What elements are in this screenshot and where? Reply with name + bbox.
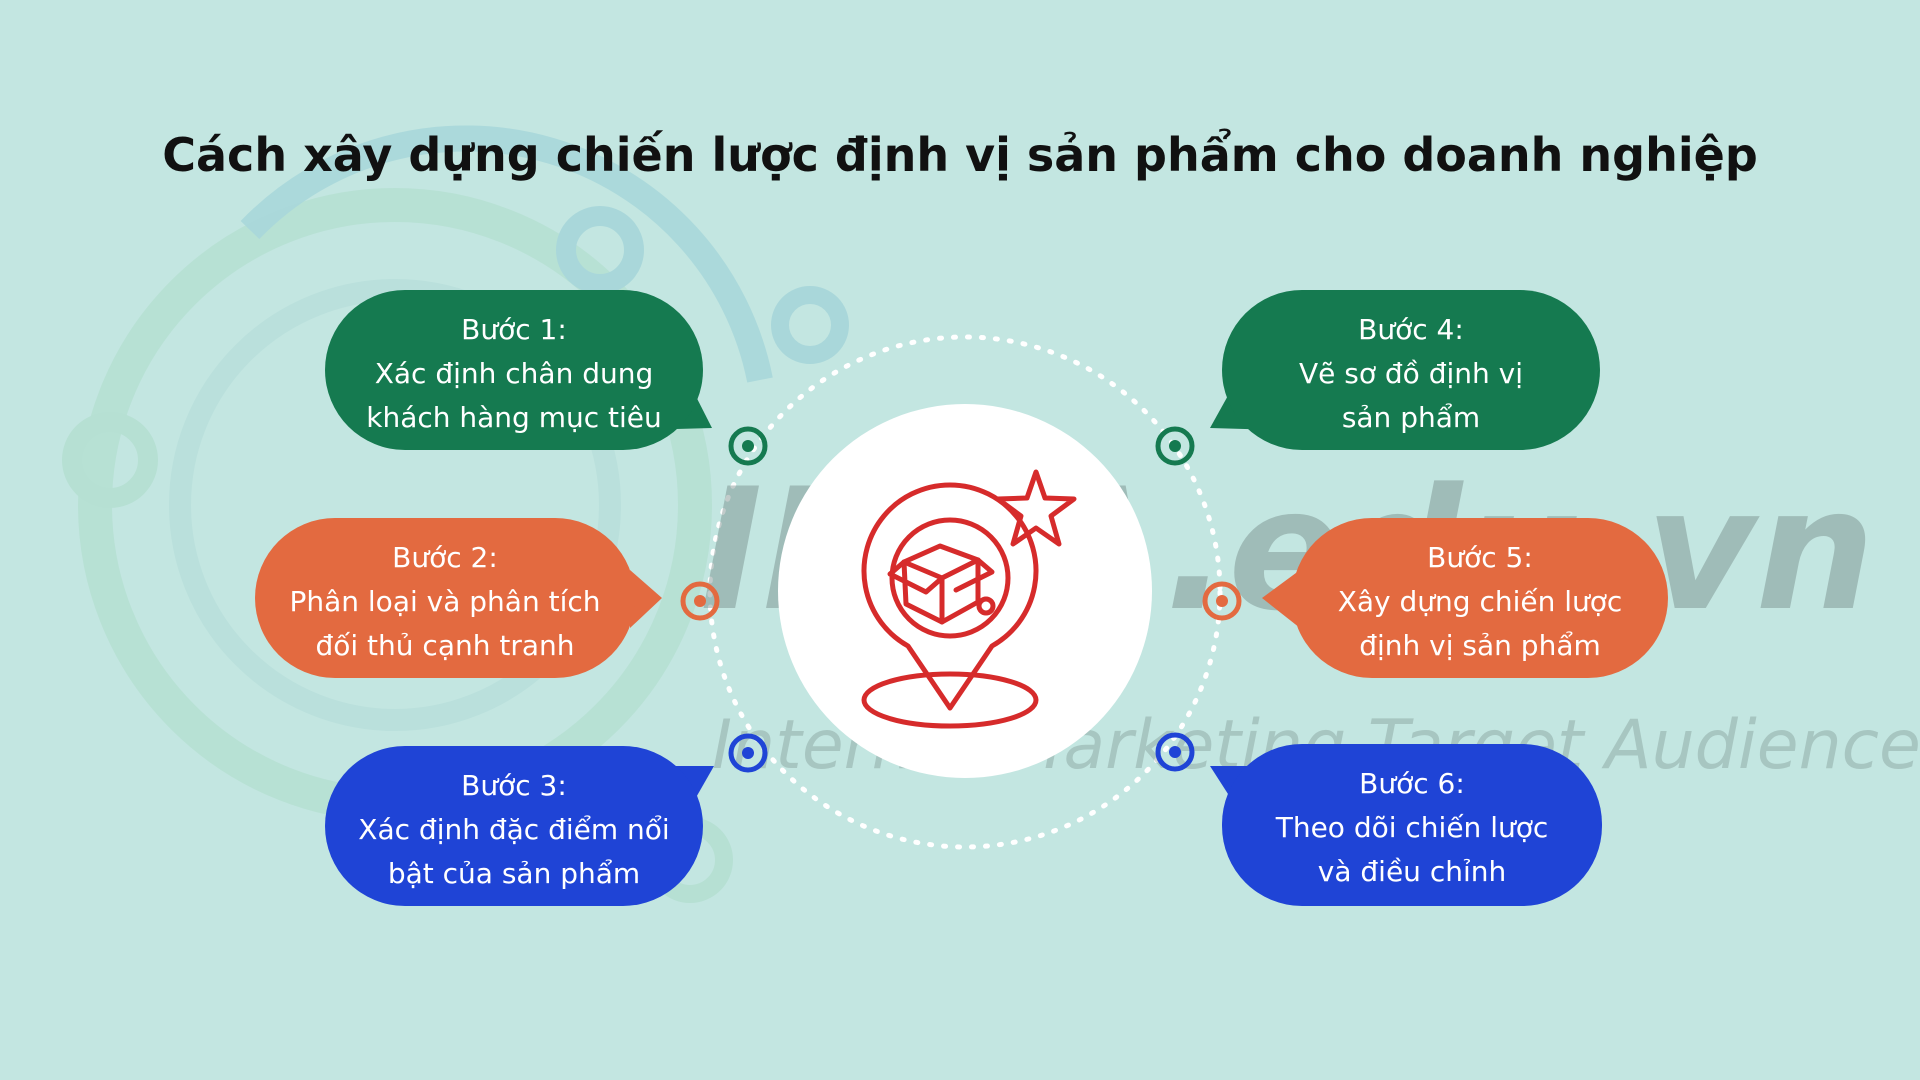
target-marker-1 bbox=[728, 426, 768, 466]
target-marker-4 bbox=[1155, 426, 1195, 466]
center-circle bbox=[778, 404, 1152, 778]
step-text: Phân loại và phân tích bbox=[289, 585, 601, 618]
step-text: bật của sản phẩm bbox=[387, 857, 641, 890]
step-text: Xây dựng chiến lược bbox=[1337, 585, 1623, 618]
target-marker-2 bbox=[680, 581, 720, 621]
step-4-bubble: Bước 4: Vẽ sơ đồ định vị sản phẩm bbox=[1222, 290, 1600, 450]
step-text: và điều chỉnh bbox=[1317, 855, 1507, 888]
product-positioning-icon bbox=[861, 469, 1077, 729]
target-marker-3 bbox=[728, 733, 768, 773]
step-text: sản phẩm bbox=[1341, 401, 1481, 434]
step-text: khách hàng mục tiêu bbox=[366, 401, 662, 434]
target-marker-6 bbox=[1155, 732, 1195, 772]
step-text: Xác định chân dung bbox=[374, 357, 654, 390]
step-label: Bước 4: bbox=[1358, 313, 1464, 346]
step-3-bubble: Bước 3: Xác định đặc điểm nổi bật của sả… bbox=[325, 746, 703, 906]
page-title: Cách xây dựng chiến lược định vị sản phẩ… bbox=[162, 128, 1758, 182]
target-marker-5 bbox=[1202, 581, 1242, 621]
step-label: Bước 6: bbox=[1359, 767, 1465, 800]
step-text: Theo dõi chiến lược bbox=[1275, 811, 1549, 844]
step-text: đối thủ cạnh tranh bbox=[315, 629, 575, 662]
step-5-bubble: Bước 5: Xây dựng chiến lược định vị sản … bbox=[1292, 518, 1668, 678]
step-text: định vị sản phẩm bbox=[1359, 629, 1601, 662]
step-2-bubble: Bước 2: Phân loại và phân tích đối thủ c… bbox=[255, 518, 635, 678]
step-label: Bước 1: bbox=[461, 313, 567, 346]
step-label: Bước 5: bbox=[1427, 541, 1533, 574]
step-label: Bước 3: bbox=[461, 769, 567, 802]
step-1-bubble: Bước 1: Xác định chân dung khách hàng mụ… bbox=[325, 290, 703, 450]
step-label: Bước 2: bbox=[392, 541, 498, 574]
step-6-bubble: Bước 6: Theo dõi chiến lược và điều chỉn… bbox=[1222, 744, 1602, 906]
step-text: Xác định đặc điểm nổi bbox=[358, 813, 670, 846]
step-text: Vẽ sơ đồ định vị bbox=[1299, 357, 1523, 390]
